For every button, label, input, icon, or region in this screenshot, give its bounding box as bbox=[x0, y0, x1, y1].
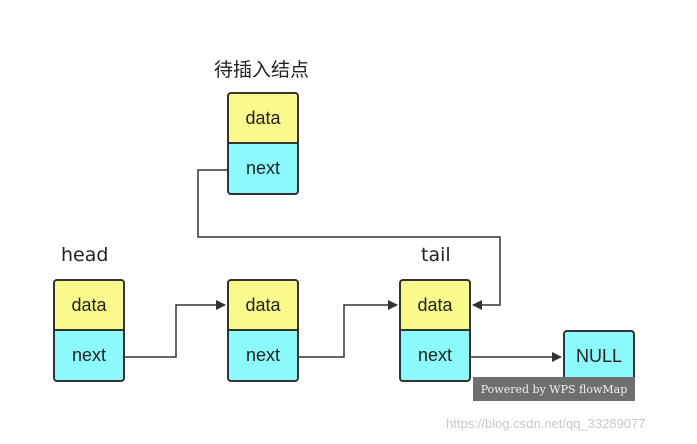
new-node-next-cell: next bbox=[227, 143, 299, 195]
arrow-middle-to-tail bbox=[299, 300, 398, 358]
head-node-next-cell: next bbox=[53, 330, 125, 382]
arrow-head-to-middle bbox=[125, 300, 226, 358]
head-label: head bbox=[61, 244, 109, 266]
tail-node-next-cell: next bbox=[399, 330, 471, 382]
new-node-data-cell: data bbox=[227, 92, 299, 144]
arrow-new-to-tail bbox=[197, 169, 501, 310]
null-box: NULL bbox=[563, 330, 635, 382]
source-watermark: https://blog.csdn.net/qq_33289077 bbox=[446, 416, 646, 431]
head-node-data-cell: data bbox=[53, 279, 125, 331]
middle-node-data-cell: data bbox=[227, 279, 299, 331]
powered-by-badge: Powered by WPS flowMap bbox=[473, 377, 635, 401]
tail-label: tail bbox=[421, 244, 451, 266]
middle-node-next-cell: next bbox=[227, 330, 299, 382]
pending-node-label: 待插入结点 bbox=[214, 59, 310, 81]
